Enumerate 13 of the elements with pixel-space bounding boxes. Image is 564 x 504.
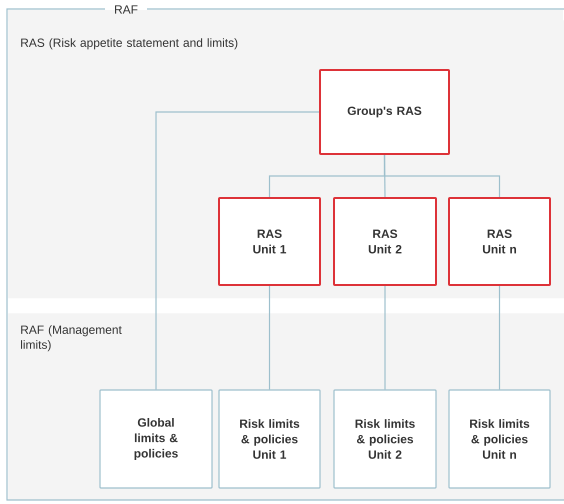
connector-line <box>155 111 319 390</box>
policy-box: Global limits & policies <box>99 389 213 489</box>
box: RAS Unit n <box>448 197 551 286</box>
policy-box: Risk limits & policies Unit n <box>448 389 551 489</box>
connector-line <box>384 286 386 390</box>
box: RAS Unit 2 <box>333 197 437 286</box>
policy-box: Risk limits & policies Unit 1 <box>218 389 321 489</box>
connector-line <box>384 155 500 197</box>
box: Group's RAS <box>319 69 450 155</box>
connector-line <box>498 286 500 390</box>
policy-box: Risk limits & policies Unit 2 <box>333 389 437 489</box>
box: RAS Unit 1 <box>218 197 321 286</box>
connector-line <box>268 286 270 390</box>
